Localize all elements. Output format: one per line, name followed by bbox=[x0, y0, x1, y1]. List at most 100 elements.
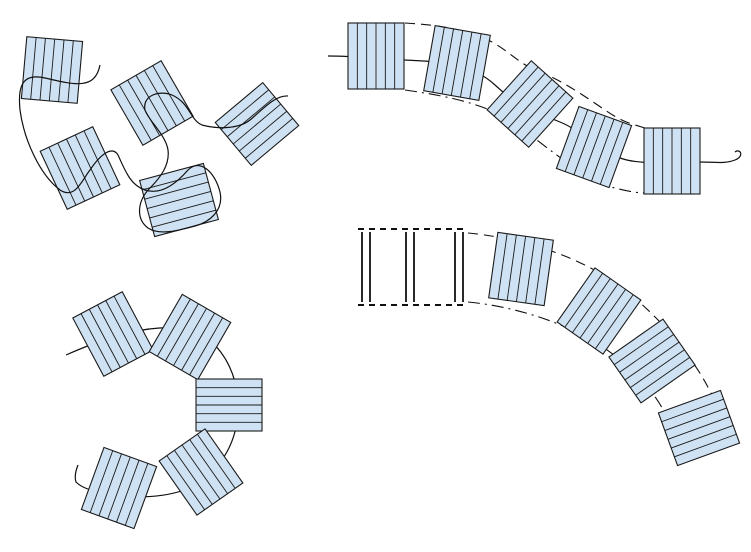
tile-stripe bbox=[564, 109, 589, 172]
tile-stripe bbox=[105, 300, 138, 359]
tile-stripe bbox=[48, 39, 56, 101]
tile-stripe bbox=[118, 84, 152, 141]
tile-stripe bbox=[189, 317, 224, 376]
tile-stripe bbox=[57, 142, 86, 202]
tile-stripe bbox=[664, 407, 727, 431]
tile-stripe bbox=[614, 326, 669, 366]
tile-stripe bbox=[432, 27, 445, 93]
tile-stripe bbox=[572, 278, 611, 333]
tile-stripe bbox=[469, 33, 482, 99]
tile-circular-4 bbox=[158, 428, 244, 516]
tile-stripe bbox=[521, 91, 567, 142]
thread-wavy-lower bbox=[404, 89, 646, 194]
tile-stripe bbox=[107, 456, 131, 520]
tile-stripe bbox=[181, 444, 221, 500]
tile-stripe bbox=[534, 238, 545, 305]
tile-wavy-2 bbox=[423, 25, 491, 101]
tile-stripe bbox=[507, 79, 553, 129]
tile-stripe bbox=[594, 294, 634, 349]
tile-stripe bbox=[667, 416, 731, 440]
tile-stripe bbox=[619, 334, 674, 373]
tile-stripe bbox=[573, 112, 597, 175]
tile-stripe bbox=[66, 138, 94, 198]
tile-stripe bbox=[582, 115, 606, 179]
tile-wavy-5 bbox=[643, 127, 701, 195]
tile-stripe bbox=[67, 40, 74, 103]
tile-stripe bbox=[97, 304, 129, 364]
tile-stripe bbox=[173, 308, 207, 366]
tile-wavy-4 bbox=[555, 105, 633, 189]
panel-circular-wrap bbox=[65, 290, 263, 530]
tile-random-1 bbox=[20, 36, 84, 104]
tile-curve-1 bbox=[488, 231, 554, 307]
tile-stripe bbox=[497, 233, 508, 300]
tile-random-2 bbox=[110, 60, 194, 146]
tile-stripe bbox=[232, 103, 282, 145]
tile-stripe bbox=[39, 38, 46, 101]
tile-stripe bbox=[127, 79, 161, 136]
tile-stripe bbox=[671, 425, 734, 449]
tile-stripe bbox=[80, 313, 113, 373]
tile-stripe bbox=[500, 72, 546, 123]
ghost-tile-group bbox=[358, 228, 468, 306]
tile-circular-3 bbox=[195, 378, 263, 432]
tile-stripe bbox=[116, 460, 140, 523]
tile-stripe bbox=[226, 96, 276, 138]
tile-stripe bbox=[460, 32, 473, 98]
tile-stripe bbox=[525, 237, 536, 304]
tile-curve-3 bbox=[608, 318, 696, 404]
tile-stripe bbox=[149, 200, 214, 219]
tile-stripe bbox=[166, 455, 206, 510]
tile-stripe bbox=[220, 89, 270, 130]
tile-stripe bbox=[48, 146, 77, 206]
tile-stripe bbox=[113, 295, 146, 355]
tile-stripe bbox=[450, 30, 464, 96]
tile-stripe bbox=[181, 312, 215, 371]
tile-stripe bbox=[142, 172, 206, 191]
tile-stripe bbox=[143, 70, 177, 127]
tile-stripe bbox=[165, 303, 199, 362]
tile-stripe bbox=[174, 450, 213, 505]
tile-random-3 bbox=[214, 81, 300, 167]
thread-curve-inner bbox=[467, 301, 669, 421]
tile-random-5 bbox=[138, 162, 220, 238]
tile-stripe bbox=[624, 341, 680, 381]
tile-stripe bbox=[238, 110, 288, 152]
tile-stripe bbox=[89, 450, 114, 513]
tile-stripe bbox=[147, 191, 211, 209]
tile-wavy-3 bbox=[486, 59, 574, 149]
tile-circular-5 bbox=[80, 446, 158, 530]
tile-stripe bbox=[599, 122, 624, 185]
tile-stripe bbox=[156, 298, 191, 357]
tile-stripe bbox=[441, 28, 454, 94]
tile-stripe bbox=[506, 234, 517, 301]
tile-stripe bbox=[30, 37, 37, 100]
tile-stripe bbox=[98, 453, 122, 516]
panel-random-coil bbox=[18, 36, 300, 238]
tile-stripe bbox=[579, 283, 619, 339]
tile-stripe bbox=[196, 434, 236, 489]
tile-stripe bbox=[564, 273, 604, 328]
tile-curve-2 bbox=[556, 267, 642, 355]
tile-stripe bbox=[591, 119, 615, 182]
tile-stripe bbox=[635, 356, 690, 396]
tile-stripe bbox=[152, 209, 216, 228]
tile-stripe bbox=[244, 118, 294, 159]
thread-random-coil bbox=[18, 64, 289, 233]
tile-wavy-1 bbox=[347, 22, 405, 90]
tile-stripe bbox=[674, 433, 737, 458]
tile-stripe bbox=[124, 463, 149, 526]
tile-stripe bbox=[630, 349, 685, 388]
tile-random-4 bbox=[39, 126, 121, 210]
tile-circular-2 bbox=[148, 293, 232, 381]
tile-stripe bbox=[515, 236, 527, 302]
tile-stripe bbox=[135, 75, 169, 131]
tile-stripe bbox=[189, 439, 228, 494]
tile-stripe bbox=[514, 85, 560, 136]
panel-wavy-chain bbox=[327, 22, 742, 195]
tile-stripe bbox=[493, 66, 539, 117]
tile-stripe bbox=[74, 134, 103, 194]
tile-circular-1 bbox=[72, 290, 154, 378]
tile-stripe bbox=[58, 39, 65, 102]
